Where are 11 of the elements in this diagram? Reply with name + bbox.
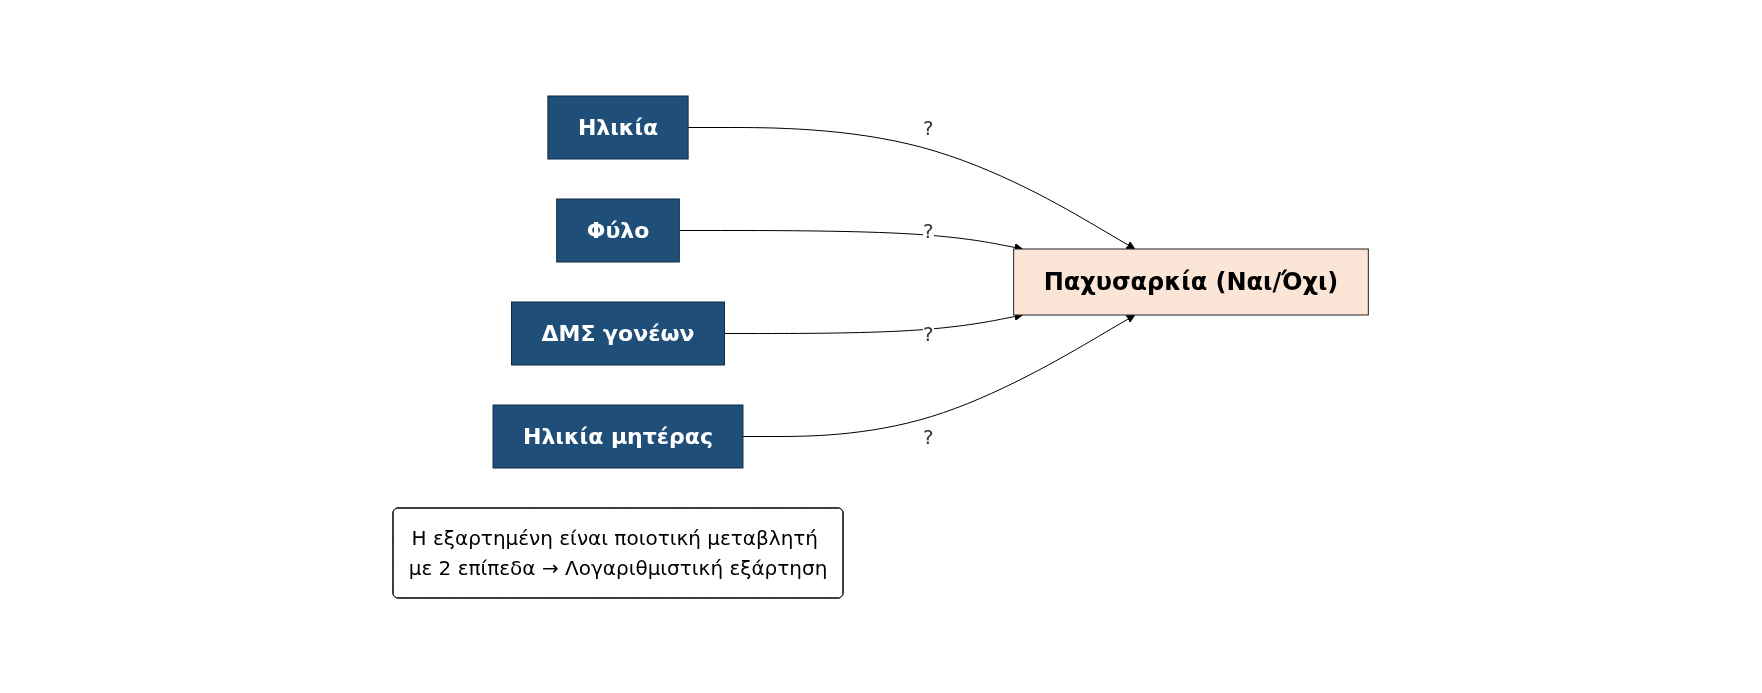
node-box: Φύλο <box>556 198 681 262</box>
node-box: ΔΜΣ γονέων <box>511 301 726 365</box>
node-box: Ηλικία <box>547 95 689 159</box>
node-box: Παχυσαρκία (Ναι/Όχι) <box>1013 248 1370 315</box>
arrow <box>742 314 1136 437</box>
edge-label: ? <box>923 218 934 242</box>
edge-label: ? <box>923 321 934 345</box>
arrow <box>687 126 1136 249</box>
node-box: Ηλικία μητέρας <box>492 404 744 468</box>
edge-label: ? <box>923 115 934 139</box>
edge-label: ? <box>923 424 934 448</box>
